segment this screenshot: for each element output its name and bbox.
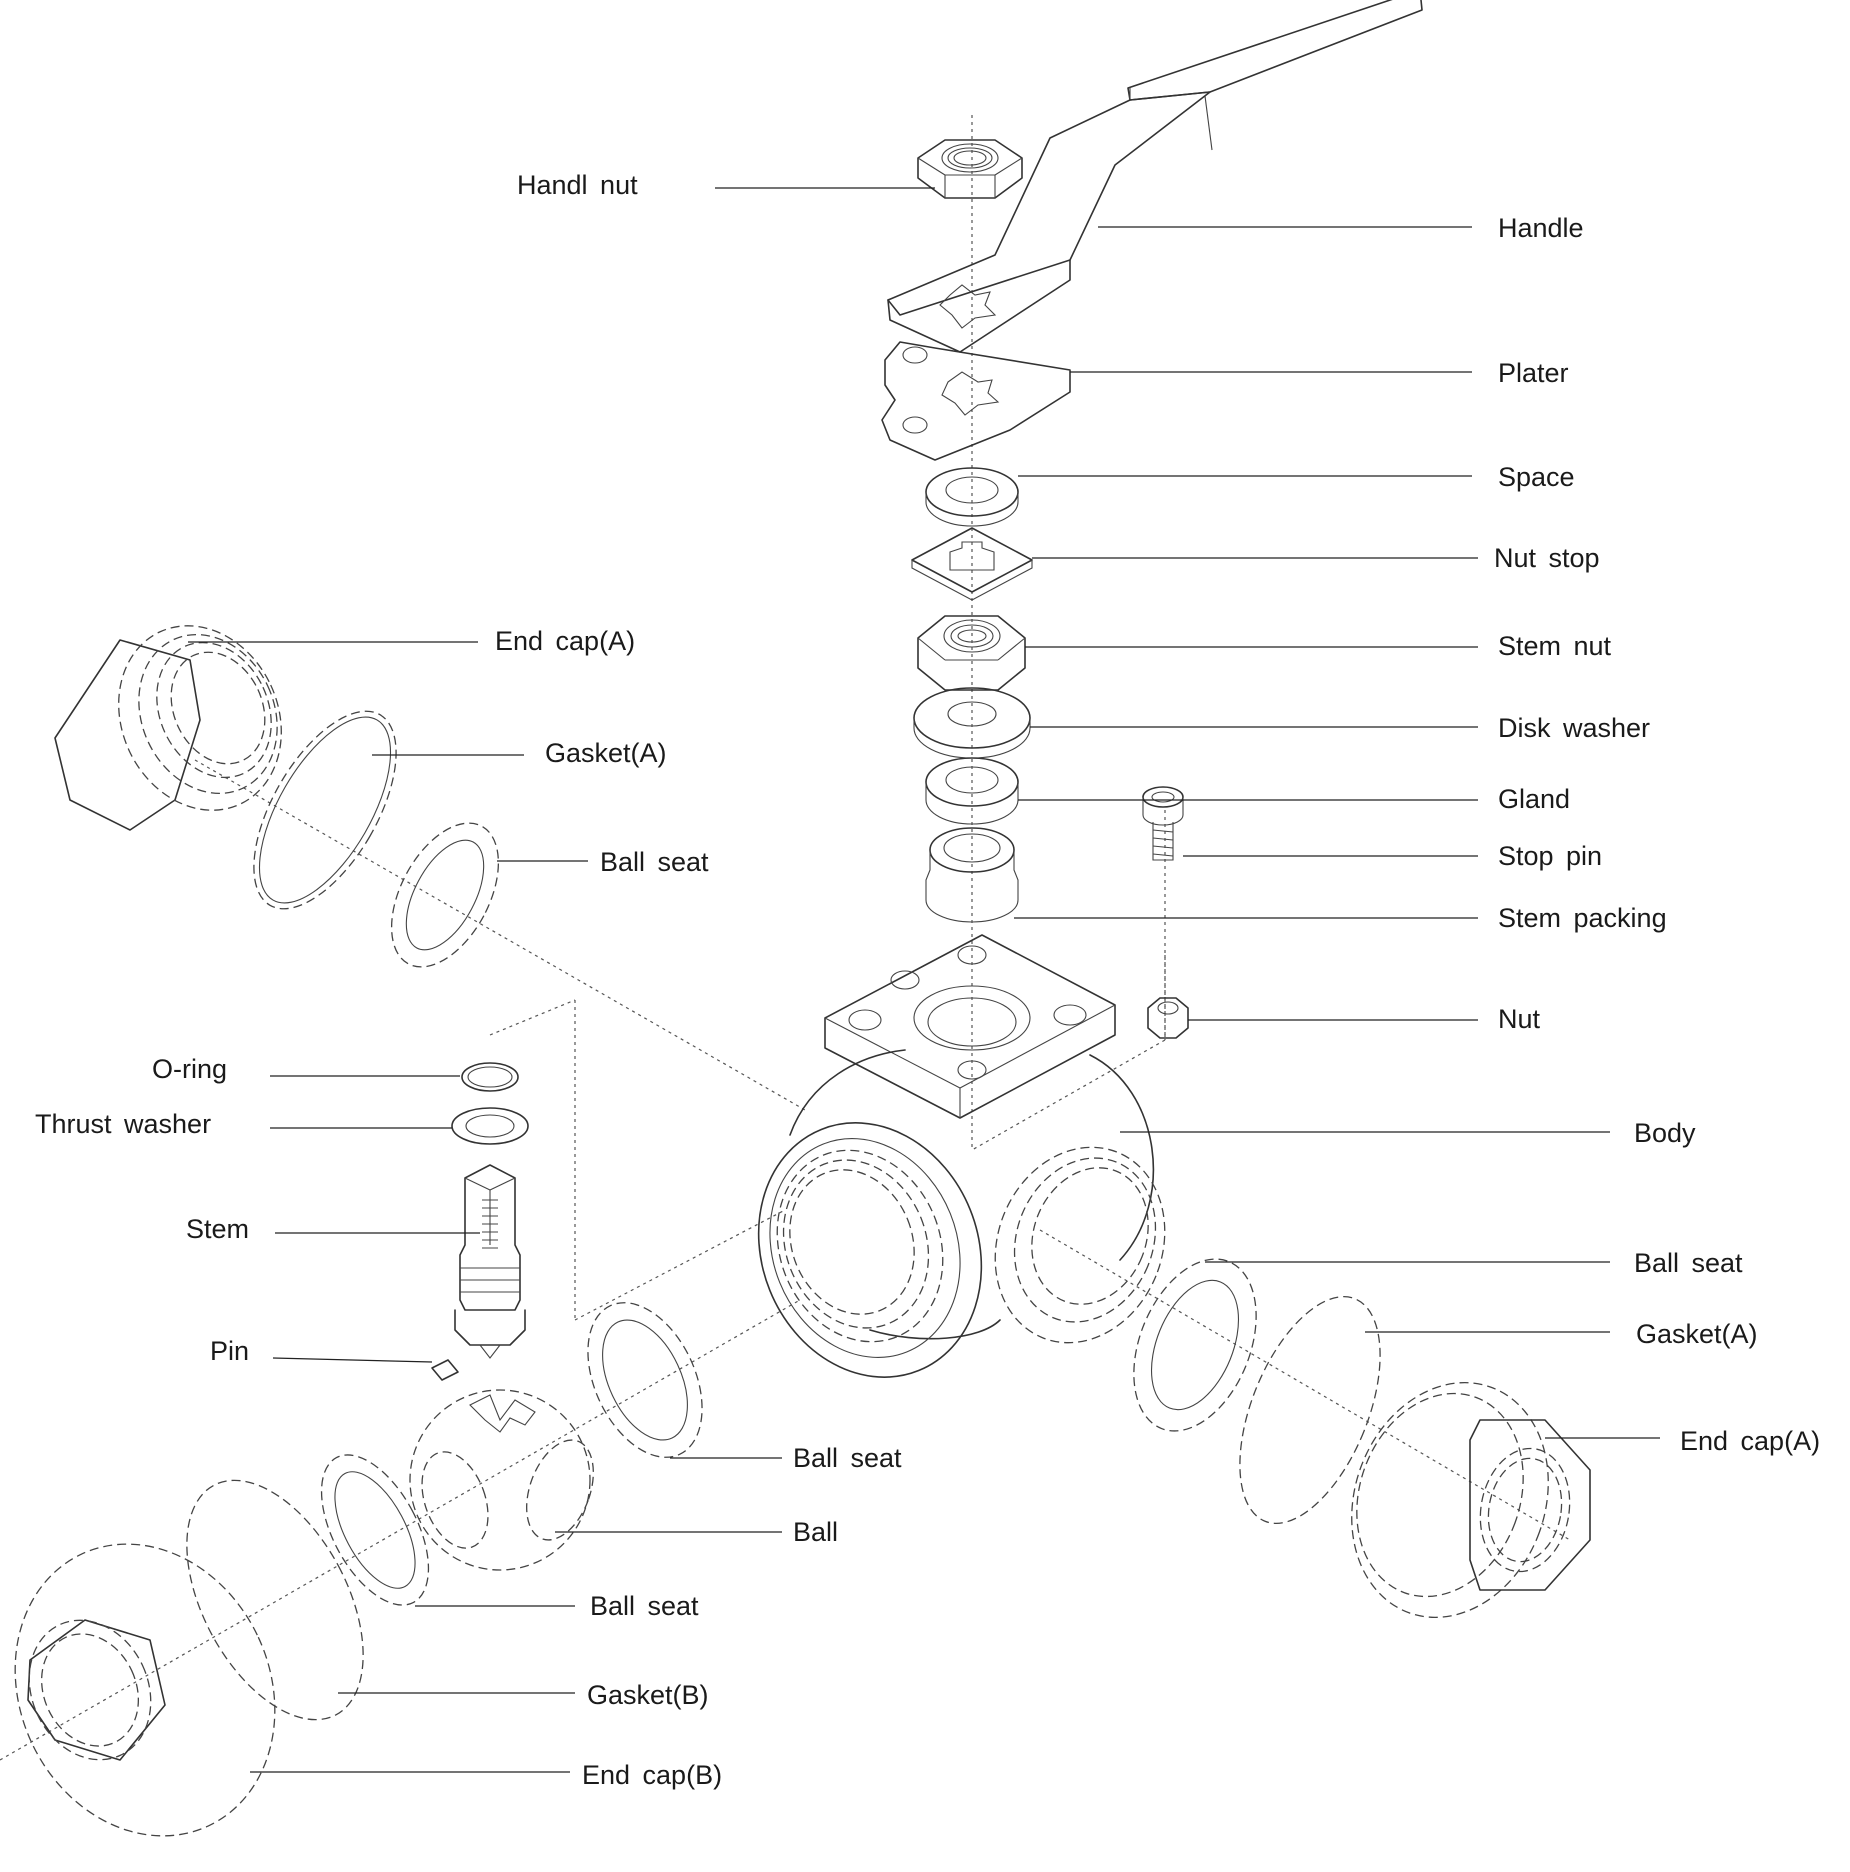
gland-part [925, 757, 1019, 825]
stem-part [454, 1164, 526, 1359]
label-stem-nut: Stem nut [1498, 631, 1612, 661]
end-cap-a-left-part [54, 625, 282, 831]
label-ball-seat-lower: Ball seat [590, 1591, 699, 1621]
label-handl-nut: Handl nut [517, 170, 638, 200]
thrust-washer-part [451, 1107, 529, 1145]
label-ball-seat-right: Ball seat [1634, 1248, 1743, 1278]
end-cap-b-part [14, 1543, 276, 1837]
label-ball-seat-mid: Ball seat [793, 1443, 902, 1473]
gasket-a-right-part [1239, 1295, 1381, 1525]
label-nut: Nut [1498, 1004, 1541, 1034]
label-gland: Gland [1498, 784, 1570, 814]
ball-seat-left-part [390, 822, 500, 968]
label-gasket-a-right: Gasket(A) [1636, 1319, 1758, 1349]
leader-lines [188, 187, 1660, 1773]
label-gasket-b: Gasket(B) [587, 1680, 709, 1710]
label-end-cap-b: End cap(B) [582, 1760, 722, 1790]
handle-part [887, 0, 1423, 353]
pin-part [431, 1359, 459, 1381]
label-gasket-a-left: Gasket(A) [545, 738, 667, 768]
ball-seat-lower-part [320, 1454, 430, 1606]
label-pin: Pin [210, 1336, 249, 1366]
plater-part [881, 341, 1071, 461]
label-ball: Ball [793, 1517, 838, 1547]
labels: Handl nut Handle Plater Space Nut stop S… [35, 170, 1820, 1790]
body-part [757, 934, 1166, 1378]
label-nut-stop: Nut stop [1494, 543, 1600, 573]
label-ball-seat-left: Ball seat [600, 847, 709, 877]
label-stem: Stem [186, 1214, 249, 1244]
stem-packing-part [925, 827, 1019, 923]
small-nut-part [1147, 997, 1189, 1039]
end-cap-a-right-part [1351, 1381, 1591, 1619]
center-lines [0, 115, 1571, 1761]
label-thrust-washer: Thrust washer [35, 1109, 211, 1139]
stem-nut-part [917, 615, 1026, 691]
label-stem-packing: Stem packing [1498, 903, 1667, 933]
ball-seat-mid-part [587, 1302, 703, 1458]
label-stop-pin: Stop pin [1498, 841, 1602, 871]
space-part [925, 467, 1019, 527]
label-end-cap-a-right: End cap(A) [1680, 1426, 1820, 1456]
label-body: Body [1634, 1118, 1696, 1148]
gasket-b-part [186, 1479, 364, 1721]
label-o-ring: O-ring [152, 1054, 227, 1084]
ball-seat-right-part [1133, 1258, 1257, 1432]
label-disk-washer: Disk washer [1498, 713, 1650, 743]
label-end-cap-a-left: End cap(A) [495, 626, 635, 656]
stop-pin-part [1142, 786, 1184, 861]
gasket-a-left-part [253, 710, 397, 910]
ball-part [409, 1389, 594, 1571]
o-ring-part [461, 1062, 519, 1092]
label-plater: Plater [1498, 358, 1569, 388]
nut-stop-part [911, 527, 1033, 601]
label-handle: Handle [1498, 213, 1584, 243]
label-space: Space [1498, 462, 1575, 492]
handle-nut-part [917, 139, 1023, 199]
